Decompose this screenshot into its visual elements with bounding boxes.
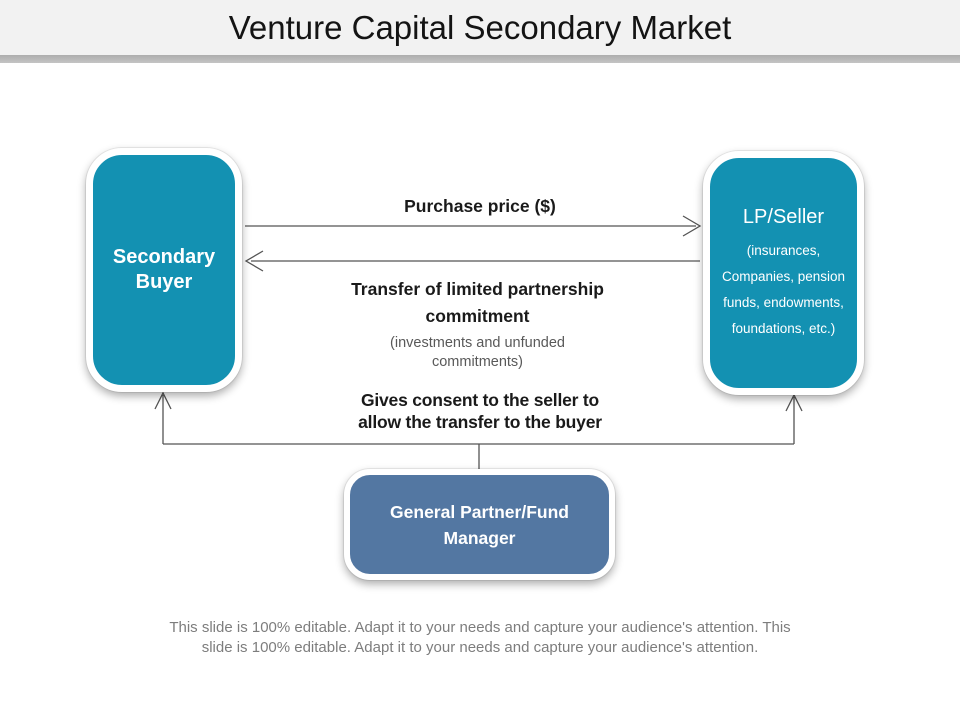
arrowhead-up-left-icon: [154, 391, 172, 410]
node-label: Buyer: [135, 271, 193, 293]
page-title: Venture Capital Secondary Market: [228, 8, 732, 46]
label-transfer-commitment: Transfer of limited partnership commitme…: [351, 279, 604, 326]
arrowhead-up-right-icon: [785, 393, 803, 412]
node-title: LP/Seller: [742, 205, 825, 228]
node-secondary-buyer: Secondary Buyer: [86, 148, 242, 392]
label-purchase-price: Purchase price ($): [404, 196, 556, 216]
node-subtitle: (insurances, Companies, pension funds, e…: [721, 242, 846, 336]
arrowhead-right-icon: [682, 215, 702, 237]
arrowhead-left-icon: [244, 250, 264, 272]
slide-header: Venture Capital Secondary Market: [0, 0, 960, 55]
label-transfer-note: (investments and unfunded commitments): [390, 335, 565, 370]
title-underline-bar: [0, 55, 960, 63]
arrow-purchase-price: [245, 215, 702, 237]
node-label: Manager: [443, 527, 516, 548]
footer-editable-note: This slide is 100% editable. Adapt it to…: [169, 619, 791, 656]
node-lp-seller: LP/Seller (insurances, Companies, pensio…: [703, 151, 864, 395]
arrow-transfer-commitment: [244, 250, 700, 272]
node-general-partner: General Partner/Fund Manager: [344, 469, 615, 580]
node-label: General Partner/Fund: [390, 501, 569, 522]
node-label: Secondary: [112, 246, 216, 268]
label-gives-consent: Gives consent to the seller to allow the…: [358, 390, 602, 432]
